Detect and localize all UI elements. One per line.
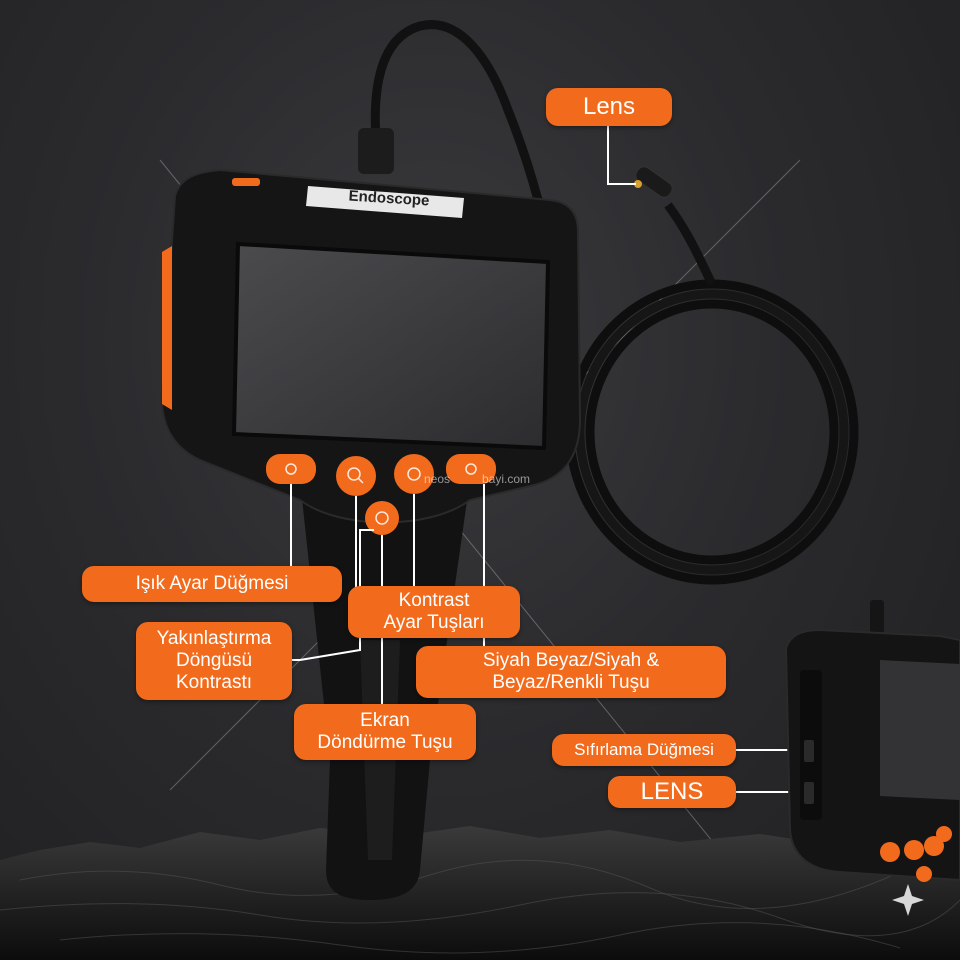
cable-coil bbox=[565, 279, 859, 585]
brand-plate-shape bbox=[306, 186, 464, 218]
top-orange-button bbox=[232, 178, 260, 186]
label-screen-rotate: Ekran Döndürme Tuşu bbox=[294, 704, 476, 760]
sparkle-icon bbox=[892, 884, 924, 916]
cable-to-lens bbox=[664, 202, 717, 287]
orange-trim bbox=[162, 246, 172, 410]
rock-ground bbox=[0, 826, 960, 960]
label-reset: Sıfırlama Düğmesi bbox=[552, 734, 736, 766]
device-buttons bbox=[266, 454, 496, 535]
label-lens-top: Lens bbox=[546, 88, 672, 126]
strain-relief bbox=[358, 128, 394, 174]
label-bw-color: Siyah Beyaz/Siyah & Beyaz/Renkli Tuşu bbox=[416, 646, 726, 698]
watermark-left: neos bbox=[424, 472, 451, 486]
label-zoom-cycle: Yakınlaştırma Döngüsü Kontrastı bbox=[136, 622, 292, 700]
device-screen bbox=[231, 241, 551, 451]
label-contrast-keys: Kontrast Ayar Tuşları bbox=[348, 586, 520, 638]
inset-device bbox=[784, 600, 960, 882]
label-lens-side: LENS bbox=[608, 776, 736, 808]
device-cable bbox=[370, 20, 543, 202]
lens-tip bbox=[634, 166, 673, 198]
rock-texture bbox=[0, 859, 960, 954]
watermark-right: bayi.com bbox=[482, 472, 531, 486]
label-light-adjust: Işık Ayar Düğmesi bbox=[82, 566, 342, 602]
